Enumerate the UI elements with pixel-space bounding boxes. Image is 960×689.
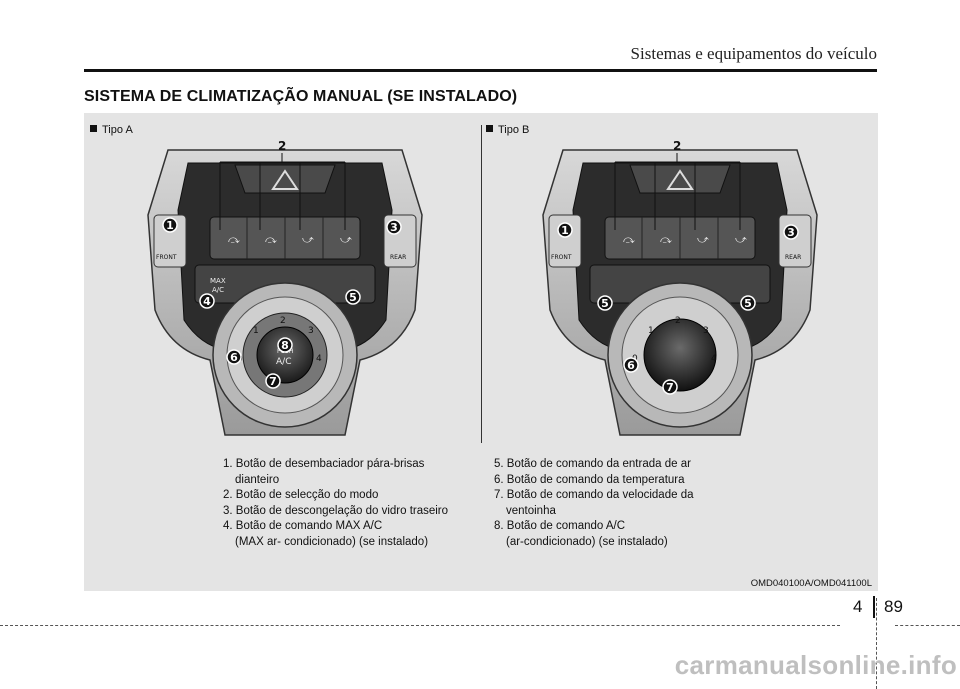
svg-text:1: 1 — [561, 224, 569, 237]
figure-code: OMD040100A/OMD041100L — [750, 578, 872, 589]
page-number: 89 — [884, 597, 903, 616]
svg-text:2: 2 — [280, 316, 286, 326]
footer-dash-left — [0, 625, 840, 626]
svg-text:⤻: ⤻ — [340, 233, 352, 246]
svg-text:1: 1 — [166, 219, 174, 232]
svg-text:6: 6 — [627, 359, 635, 372]
svg-text:FRONT: FRONT — [156, 254, 177, 261]
svg-text:⤼: ⤼ — [228, 233, 240, 246]
svg-text:4: 4 — [711, 354, 717, 364]
svg-text:REAR: REAR — [785, 254, 801, 261]
header-rule — [84, 69, 877, 72]
svg-text:⤻: ⤻ — [735, 233, 747, 246]
svg-text:5: 5 — [601, 297, 609, 310]
svg-text:A/C: A/C — [212, 286, 224, 294]
svg-text:REAR: REAR — [390, 254, 406, 261]
page-number-separator — [873, 596, 875, 618]
svg-text:A/C: A/C — [276, 357, 291, 367]
legend-item: 1. Botão de desembaciador pára-brisas — [223, 458, 425, 470]
legend-item: 5. Botão de comando da entrada de ar — [494, 458, 691, 470]
svg-text:2: 2 — [278, 139, 286, 153]
bullet-square-icon — [486, 125, 493, 132]
footer-dash-right — [895, 625, 960, 626]
svg-text:5: 5 — [349, 291, 357, 304]
figure-divider — [481, 125, 482, 443]
chapter-number: 4 — [853, 597, 863, 616]
svg-text:6: 6 — [230, 351, 238, 364]
svg-text:⤻: ⤻ — [697, 233, 709, 246]
svg-text:5: 5 — [744, 297, 752, 310]
legend-item-cont: dianteiro — [235, 473, 280, 486]
page-title: SISTEMA DE CLIMATIZAÇÃO MANUAL (SE INSTA… — [84, 88, 518, 105]
legend-item: 4. Botão de comando MAX A/C — [223, 520, 383, 532]
legend-item: 3. Botão de descongelação do vidro trase… — [223, 504, 449, 517]
svg-text:MAX: MAX — [210, 277, 226, 285]
legend-item: 2. Botão de selecção do modo — [223, 489, 379, 501]
svg-text:⤻: ⤻ — [302, 233, 314, 246]
legend-item: 7. Botão de comando da velocidade da — [494, 489, 694, 501]
climate-panel-type-b: ⤼ ⤼ ⤻ ⤻ FRONT REAR 0 1 2 3 4 2 1 3 5 5 6… — [542, 139, 818, 436]
svg-text:2: 2 — [675, 316, 681, 326]
svg-text:3: 3 — [787, 226, 795, 239]
svg-text:FRONT: FRONT — [551, 254, 572, 261]
climate-panel-type-a: ⤼ ⤼ ⤻ ⤻ FRONT REAR MAX A/C PUSH A/C 0 1 … — [147, 139, 423, 436]
svg-text:⤼: ⤼ — [623, 233, 635, 246]
svg-text:3: 3 — [308, 326, 314, 336]
svg-text:8: 8 — [281, 339, 289, 352]
svg-text:⤼: ⤼ — [660, 233, 672, 246]
svg-text:3: 3 — [703, 326, 709, 336]
svg-text:1: 1 — [648, 326, 654, 336]
svg-text:4: 4 — [203, 295, 211, 308]
svg-text:3: 3 — [390, 221, 398, 234]
type-a-label: Tipo A — [90, 124, 133, 136]
type-b-label: Tipo B — [486, 124, 529, 136]
svg-text:⤼: ⤼ — [265, 233, 277, 246]
running-header: Sistemas e equipamentos do veículo — [630, 44, 877, 63]
legend-left: 1. Botão de desembaciador pára-brisas di… — [223, 457, 448, 550]
legend-item-cont: ventoinha — [506, 504, 556, 517]
svg-text:7: 7 — [666, 381, 674, 394]
watermark: carmanualsonline.info — [674, 650, 957, 680]
svg-text:1: 1 — [253, 326, 259, 336]
legend-item: 6. Botão de comando da temperatura — [494, 473, 685, 486]
svg-text:4: 4 — [316, 354, 322, 364]
legend-item-cont: (ar-condicionado) (se instalado) — [506, 535, 668, 548]
legend-right: 5. Botão de comando da entrada de ar 6. … — [494, 457, 693, 550]
bullet-square-icon — [90, 125, 97, 132]
svg-text:7: 7 — [269, 375, 277, 388]
legend-item: 8. Botão de comando A/C — [494, 520, 626, 532]
footer-vertical-guide — [876, 598, 878, 689]
legend-item-cont: (MAX ar- condicionado) (se instalado) — [235, 535, 429, 548]
svg-text:2: 2 — [673, 139, 681, 153]
